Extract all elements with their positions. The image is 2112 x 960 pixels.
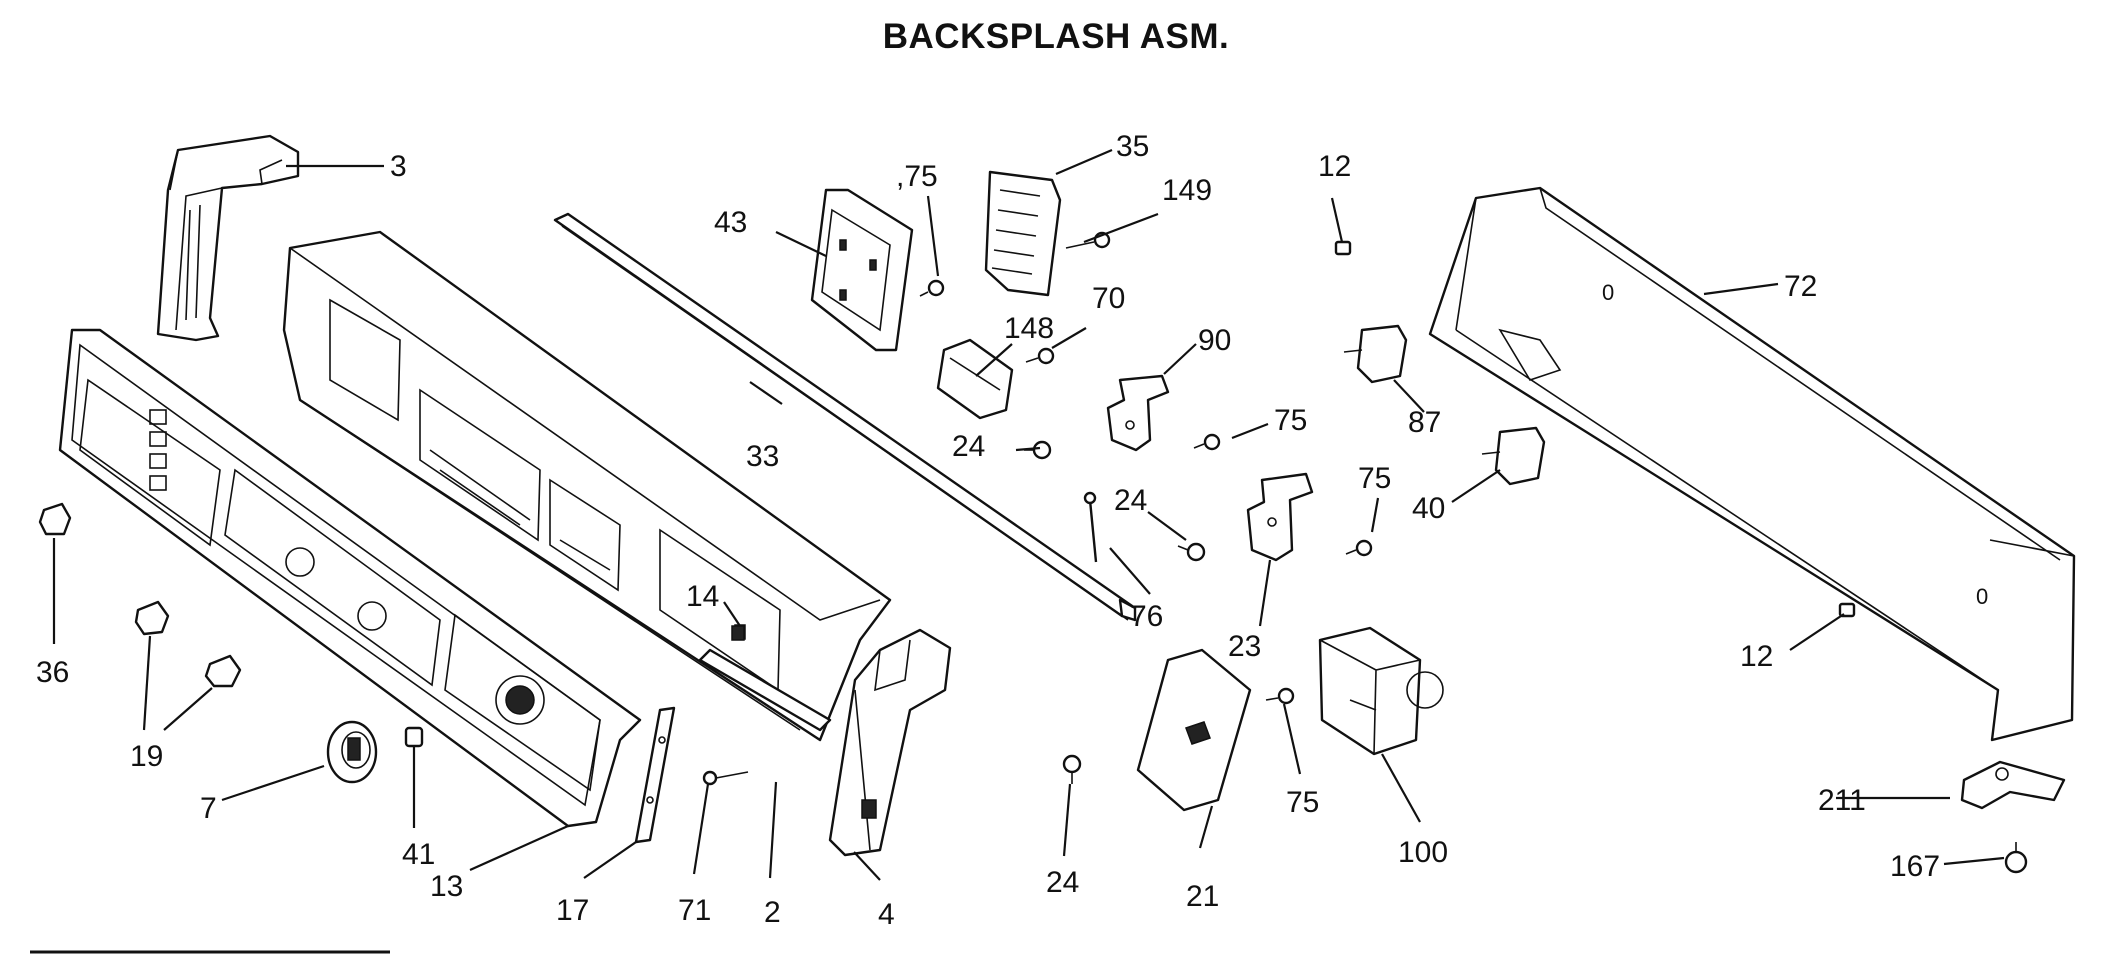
label-75-right: 75 bbox=[1358, 462, 1391, 495]
part-100-timer bbox=[1318, 626, 1444, 756]
label-75-top: ,75 bbox=[896, 160, 938, 193]
label-40: 40 bbox=[1412, 492, 1445, 525]
part-number-labels: 3 35 43 ,75 149 12 72 148 70 90 87 75 24… bbox=[36, 130, 1940, 931]
part-4-right-endcap bbox=[828, 628, 952, 857]
part-2-console-frame bbox=[282, 230, 892, 742]
part-14-item bbox=[731, 625, 745, 641]
label-7: 7 bbox=[200, 792, 217, 825]
screw-75-a bbox=[919, 279, 945, 297]
label-12-lower: 12 bbox=[1740, 640, 1773, 673]
label-75-mid: 75 bbox=[1274, 404, 1307, 437]
screws bbox=[702, 231, 1373, 786]
part-36-clip bbox=[38, 502, 72, 536]
part-12-clip-lower bbox=[1838, 602, 1856, 618]
label-24-mid: 24 bbox=[1114, 484, 1147, 517]
label-19: 19 bbox=[130, 740, 163, 773]
part-148-bracket bbox=[936, 338, 1014, 420]
screw-24-b bbox=[1177, 542, 1206, 562]
screw-75-c bbox=[1345, 539, 1373, 557]
screw-75-b bbox=[1193, 433, 1221, 451]
label-72: 72 bbox=[1784, 270, 1817, 303]
part-72-housing: 0 0 bbox=[1428, 186, 2076, 742]
part-13-control-panel bbox=[58, 328, 642, 828]
label-167: 167 bbox=[1890, 850, 1940, 883]
label-70: 70 bbox=[1092, 282, 1125, 315]
part-23-bracket bbox=[1246, 472, 1314, 562]
part-90-bracket bbox=[1106, 374, 1170, 452]
part-211-bracket bbox=[1960, 760, 2066, 810]
part-43-bracket bbox=[810, 188, 914, 352]
part-17-bracket bbox=[634, 706, 676, 844]
label-24-left: 24 bbox=[952, 430, 985, 463]
label-35: 35 bbox=[1116, 130, 1149, 163]
label-76: 76 bbox=[1130, 600, 1163, 633]
diagram-title: BACKSPLASH ASM. bbox=[883, 17, 1230, 56]
part-3-left-endcap bbox=[156, 134, 300, 342]
part-21-plate bbox=[1136, 648, 1252, 812]
part-35-switch-block bbox=[984, 170, 1062, 297]
label-41: 41 bbox=[402, 838, 435, 871]
label-21: 21 bbox=[1186, 880, 1219, 913]
part-33-rail bbox=[553, 212, 1137, 622]
label-211: 211 bbox=[1818, 784, 1866, 817]
part-40-switch bbox=[1481, 426, 1546, 486]
label-75-bottom: 75 bbox=[1286, 786, 1319, 819]
leader-lines bbox=[52, 148, 2005, 881]
label-100: 100 bbox=[1398, 836, 1448, 869]
screw-70 bbox=[1025, 347, 1055, 365]
screw-149 bbox=[1065, 231, 1111, 249]
label-36: 36 bbox=[36, 656, 69, 689]
part-167-screw bbox=[2004, 842, 2028, 874]
label-90: 90 bbox=[1198, 324, 1231, 357]
label-33: 33 bbox=[746, 440, 779, 473]
label-23: 23 bbox=[1228, 630, 1261, 663]
label-87: 87 bbox=[1408, 406, 1441, 439]
label-71: 71 bbox=[678, 894, 711, 927]
part-12-clip-upper bbox=[1334, 240, 1352, 256]
label-14: 14 bbox=[686, 580, 719, 613]
screw-76 bbox=[1083, 491, 1098, 563]
part-19-buttons bbox=[134, 600, 242, 688]
label-17: 17 bbox=[556, 894, 589, 927]
label-13: 13 bbox=[430, 870, 463, 903]
svg-text:0: 0 bbox=[1976, 584, 1988, 609]
svg-text:0: 0 bbox=[1602, 280, 1614, 305]
label-4: 4 bbox=[878, 898, 895, 931]
label-2: 2 bbox=[764, 896, 781, 929]
screw-24-c bbox=[1062, 754, 1082, 784]
part-41-insert bbox=[404, 726, 424, 748]
screw-71 bbox=[702, 770, 749, 786]
label-12-top: 12 bbox=[1318, 150, 1351, 183]
screw-75-d bbox=[1265, 687, 1295, 705]
label-148: 148 bbox=[1004, 312, 1054, 345]
label-43: 43 bbox=[714, 206, 747, 239]
label-3: 3 bbox=[390, 150, 407, 183]
part-87-switch bbox=[1343, 324, 1408, 384]
label-149: 149 bbox=[1162, 174, 1212, 207]
part-7-knob bbox=[326, 720, 378, 784]
label-24-bottom: 24 bbox=[1046, 866, 1079, 899]
